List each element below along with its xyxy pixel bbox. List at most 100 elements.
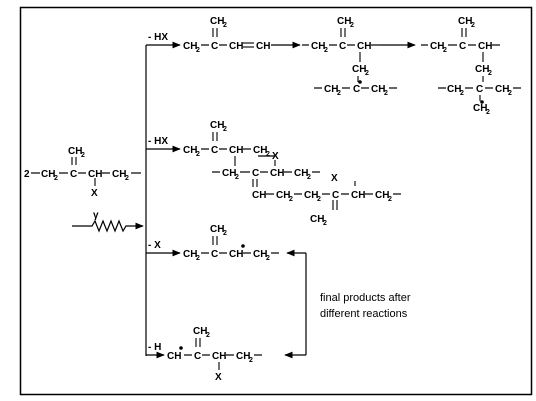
subscript-2: 2 <box>223 126 227 133</box>
chem-group: CH <box>304 190 318 201</box>
chem-group: CH <box>88 169 102 180</box>
subscript-2: 2 <box>324 47 328 54</box>
chem-group: C <box>211 41 218 52</box>
subscript-2: 2 <box>443 47 447 54</box>
chem-group: CH <box>337 16 351 27</box>
chem-group: CH <box>252 190 266 201</box>
subscript-2: 2 <box>488 70 492 77</box>
subscript-2: 2 <box>460 90 464 97</box>
chem-group: C <box>339 41 346 52</box>
chem-group: CH <box>294 168 308 179</box>
subscript-2: 2 <box>196 255 200 262</box>
final-products-bracket <box>284 249 307 359</box>
figure-frame <box>19 6 533 396</box>
chem-group: C <box>211 145 218 156</box>
chem-group: CH <box>212 351 226 362</box>
chem-group: CH <box>351 190 365 201</box>
chem-group: CH <box>447 84 461 95</box>
subscript-2: 2 <box>307 174 311 181</box>
subscript-2: 2 <box>249 357 253 364</box>
chem-group: CH <box>229 249 243 260</box>
substituent-x: X <box>272 151 279 162</box>
chem-group: CH <box>352 64 366 75</box>
chem-group: CH <box>68 146 82 157</box>
subscript-2: 2 <box>471 22 475 29</box>
chem-group: CH <box>210 120 224 131</box>
chem-group: CH <box>183 41 197 52</box>
subscript-2: 2 <box>54 175 58 182</box>
subscript-2: 2 <box>235 174 239 181</box>
chem-group: CH <box>229 41 243 52</box>
pathway-1: - HX CH 2 C CH 2 CH CH CH 2 C CH 2 CH CH… <box>146 16 521 116</box>
chem-group: C <box>194 351 201 362</box>
pathway-2: - HX CH 2 C CH 2 CH CH 2 X CH 2 C CH CH … <box>146 120 401 227</box>
chem-group: CH <box>357 41 371 52</box>
pathway-label: - HX <box>148 32 168 43</box>
pathway-label: - HX <box>148 136 168 147</box>
pathway-3: - X CH 2 C CH 2 CH CH 2 <box>146 224 279 262</box>
chem-group: CH <box>236 351 250 362</box>
pathway-4: - H CH C CH 2 CH CH 2 X <box>146 326 262 383</box>
chem-group: CH <box>375 190 389 201</box>
chem-group: CH <box>311 41 325 52</box>
reactant-monomer: 2 CH 2 C CH CH 2 CH 2 X <box>24 146 141 199</box>
subscript-2: 2 <box>81 152 85 159</box>
chem-group: CH <box>222 168 236 179</box>
subscript-2: 2 <box>206 332 210 339</box>
pathway-label: - H <box>148 342 161 353</box>
chem-group: CH <box>193 326 207 337</box>
chem-group: CH <box>167 351 181 362</box>
stoichiometric-coefficient: 2 <box>24 169 30 180</box>
chem-group: CH <box>430 41 444 52</box>
note-line-1: final products after <box>320 292 411 304</box>
subscript-2: 2 <box>323 220 327 227</box>
subscript-2: 2 <box>508 90 512 97</box>
subscript-2: 2 <box>384 90 388 97</box>
chem-group: CH <box>270 168 284 179</box>
chem-group: C <box>332 190 339 201</box>
subscript-2: 2 <box>486 109 490 116</box>
chem-group: CH <box>473 103 487 114</box>
subscript-2: 2 <box>196 151 200 158</box>
substituent-x: X <box>331 173 338 184</box>
chem-group: CH <box>112 169 126 180</box>
substituent-x: X <box>91 188 98 199</box>
chem-group: CH <box>478 41 492 52</box>
chem-group: C <box>459 41 466 52</box>
chem-group: CH <box>276 190 290 201</box>
chem-group: CH <box>371 84 385 95</box>
chem-group: CH <box>475 64 489 75</box>
subscript-2: 2 <box>289 196 293 203</box>
chem-group: CH <box>229 145 243 156</box>
pathway-label: - X <box>148 240 161 251</box>
subscript-2: 2 <box>223 22 227 29</box>
chem-group: CH <box>495 84 509 95</box>
chem-group: CH <box>41 169 55 180</box>
note-line-2: different reactions <box>320 308 408 320</box>
gamma-symbol: γ <box>93 210 99 221</box>
chem-group: C <box>353 84 360 95</box>
subscript-2: 2 <box>196 47 200 54</box>
chem-group: CH <box>183 145 197 156</box>
subscript-2: 2 <box>266 255 270 262</box>
subscript-2: 2 <box>317 196 321 203</box>
chem-group: CH <box>253 249 267 260</box>
subscript-2: 2 <box>350 22 354 29</box>
chem-group: CH <box>253 145 267 156</box>
subscript-2: 2 <box>337 90 341 97</box>
chem-group: CH <box>210 16 224 27</box>
chem-group: C <box>476 84 483 95</box>
substituent-x: X <box>215 372 222 383</box>
subscript-2: 2 <box>365 70 369 77</box>
chem-group: CH <box>210 224 224 235</box>
chem-group: CH <box>183 249 197 260</box>
chem-group: C <box>211 249 218 260</box>
chem-group: CH <box>256 41 270 52</box>
subscript-2: 2 <box>388 196 392 203</box>
chem-group: CH <box>458 16 472 27</box>
chem-group: CH <box>310 214 324 225</box>
gamma-radiation: γ <box>72 210 144 233</box>
subscript-2: 2 <box>266 151 270 158</box>
chem-group: C <box>252 168 259 179</box>
